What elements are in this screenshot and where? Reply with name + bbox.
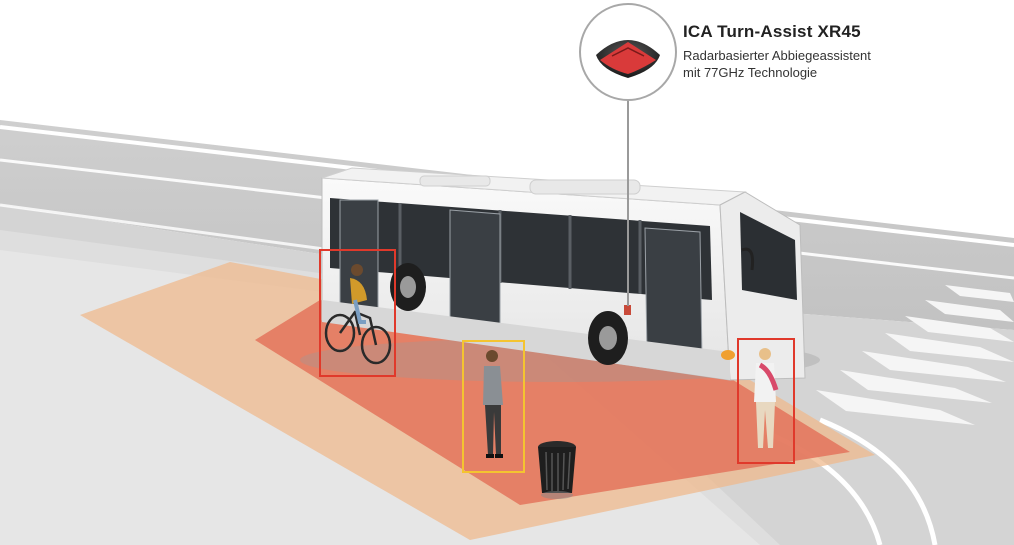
- trash-bin-icon: [538, 441, 576, 499]
- cyclist-icon: [324, 264, 392, 365]
- product-description-line2: mit 77GHz Technologie: [683, 65, 818, 80]
- crosswalk: [816, 285, 1014, 425]
- detection-box-pedestrian-right: [737, 338, 795, 464]
- product-title: ICA Turn-Assist XR45: [683, 22, 861, 41]
- radar-sensor-icon: [579, 3, 677, 101]
- detection-zone-inner: [255, 300, 850, 505]
- detection-box-pedestrian: [462, 340, 525, 473]
- pedestrian-woman-icon: [754, 348, 779, 448]
- pedestrian-icon: [483, 350, 503, 458]
- detection-box-cyclist: [319, 249, 396, 377]
- product-description-line1: Radarbasierter Abbiegeassistent: [683, 48, 871, 63]
